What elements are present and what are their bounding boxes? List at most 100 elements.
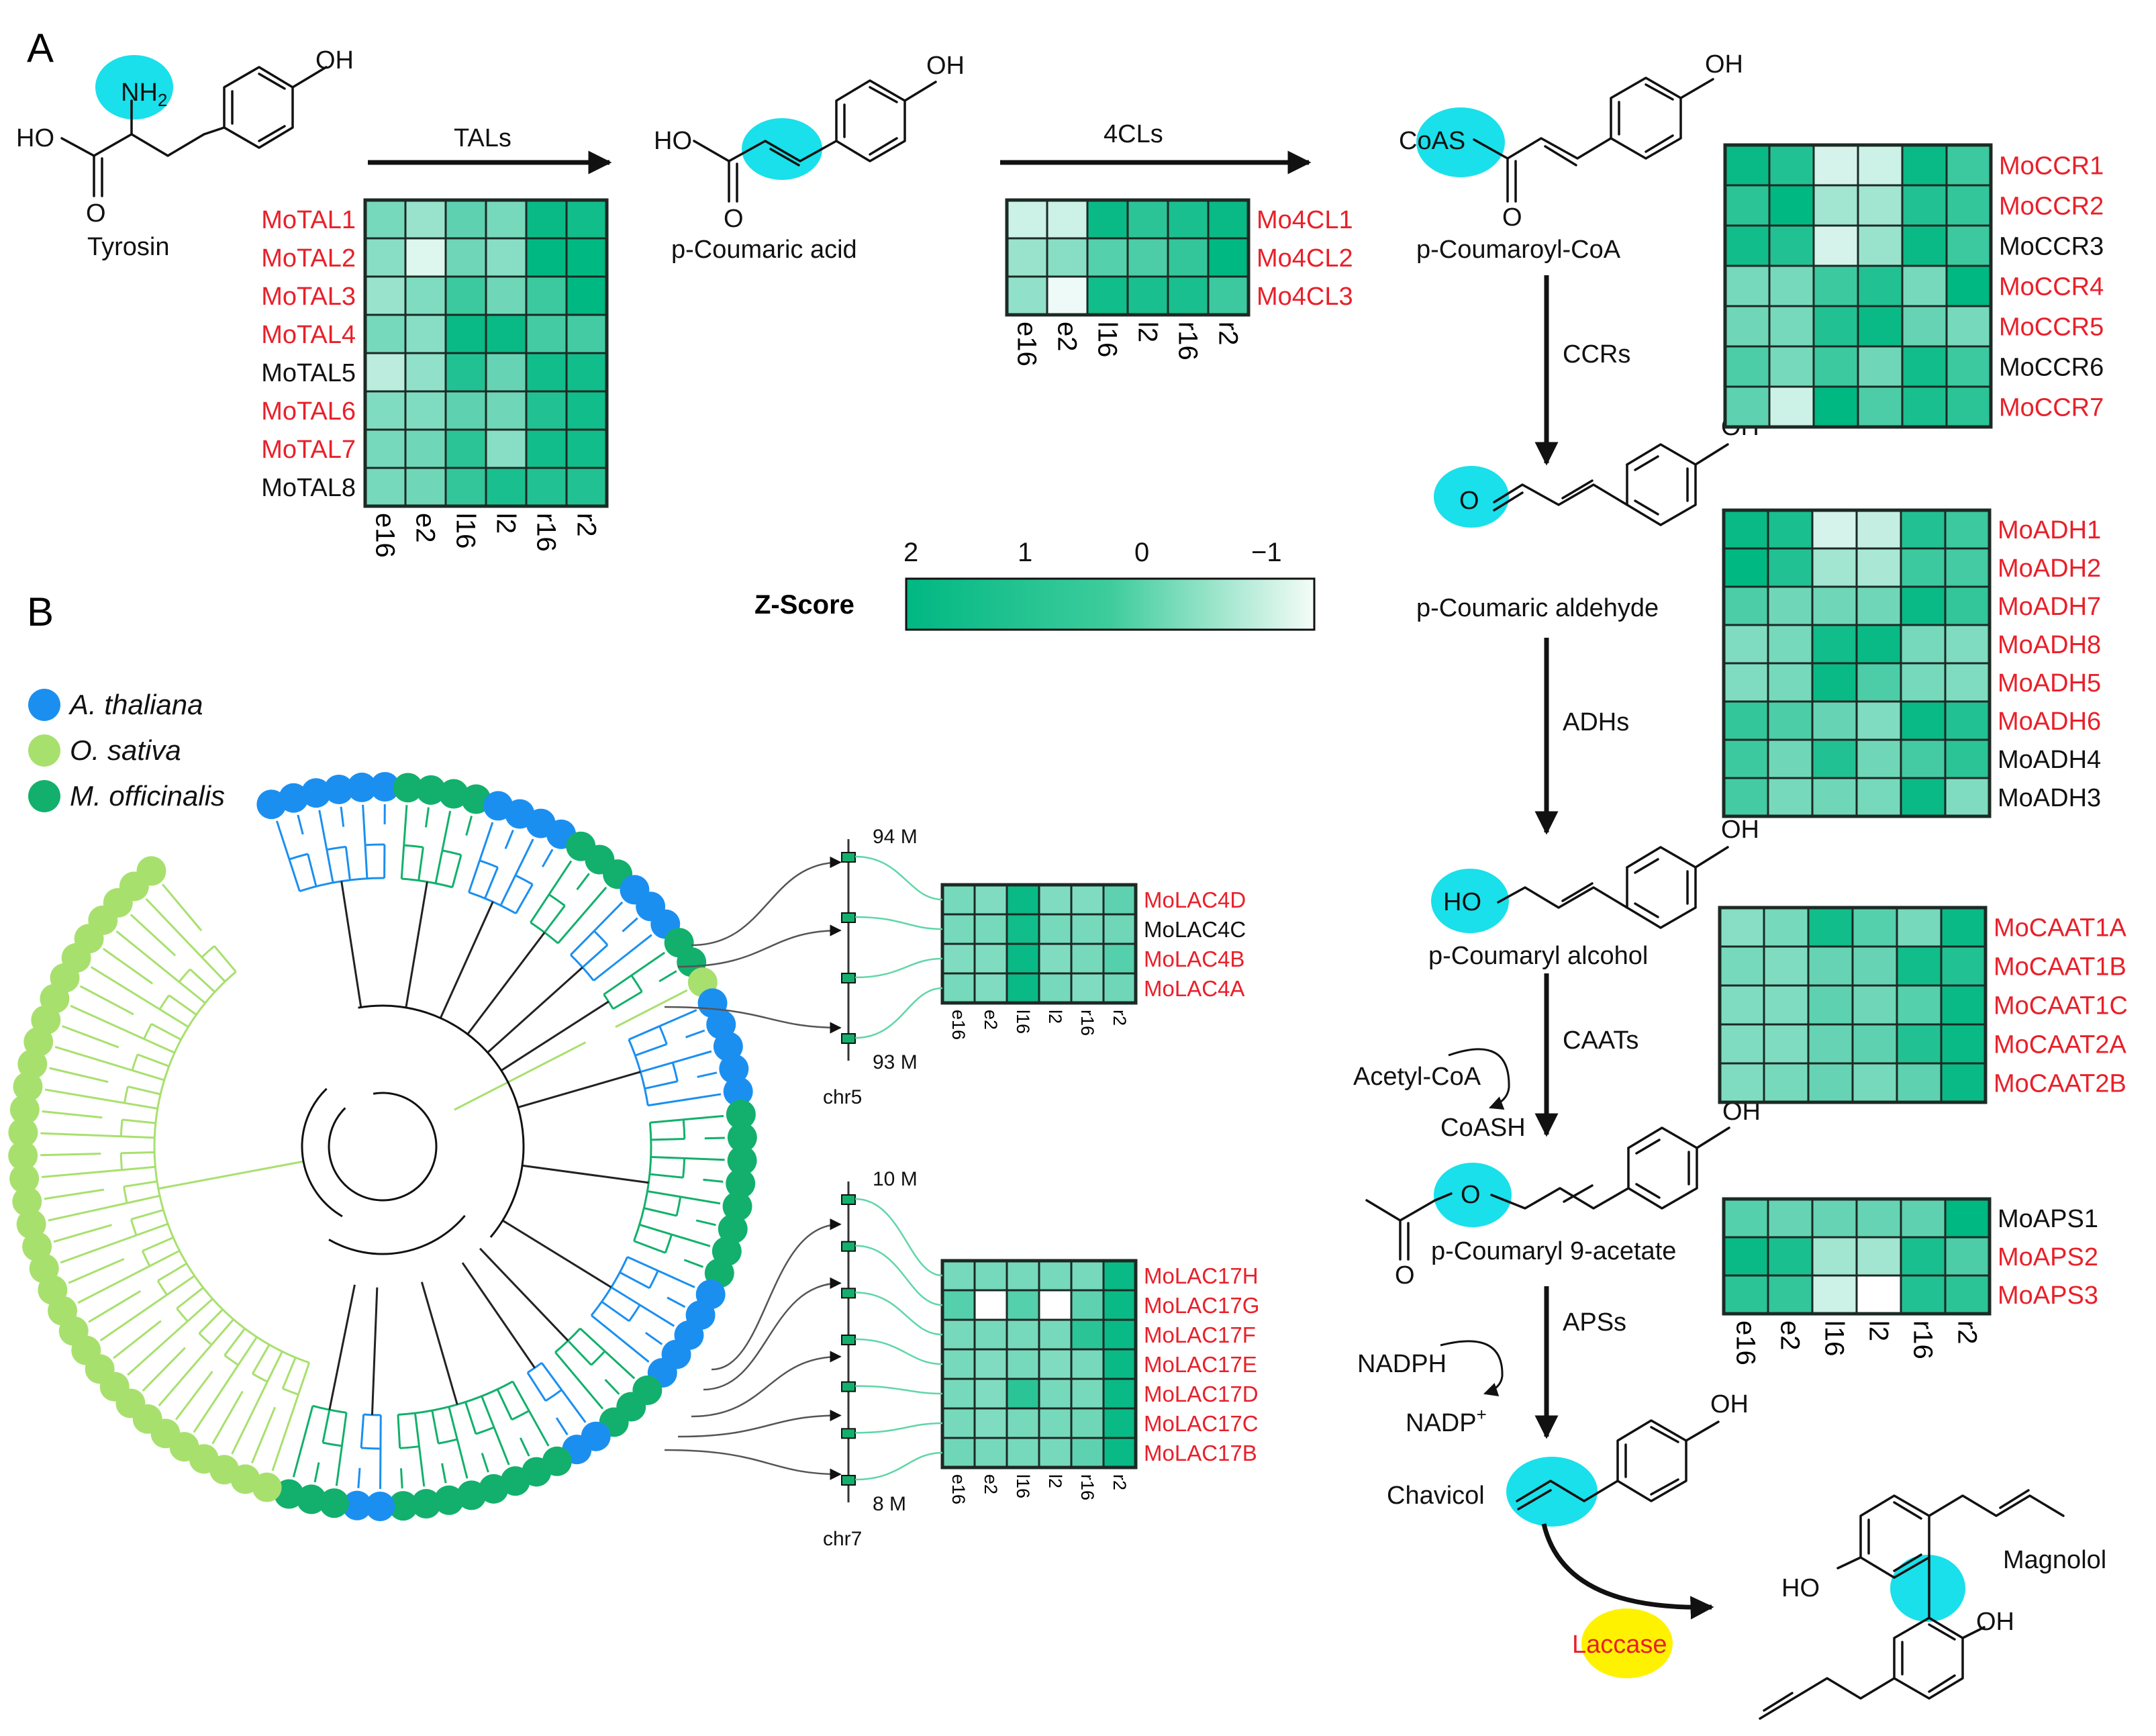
gene-label: MoLAC4A bbox=[1144, 976, 1244, 1001]
heatmap-cell bbox=[1857, 345, 1904, 388]
heatmap-cell bbox=[404, 199, 447, 240]
tree-branch bbox=[481, 1453, 489, 1473]
gene-label: MoLAC4D bbox=[1144, 887, 1246, 912]
tree-branch bbox=[434, 850, 444, 884]
heatmap-cell bbox=[1070, 1378, 1105, 1410]
heatmap-frame bbox=[1723, 143, 1993, 429]
tree-branch bbox=[644, 1080, 678, 1090]
tree-branch bbox=[231, 1381, 268, 1455]
heatmap-cell bbox=[1940, 945, 1987, 987]
tissue-label: r16 bbox=[1173, 322, 1202, 360]
legend-label: O. sativa bbox=[70, 734, 181, 766]
heatmap-cell bbox=[973, 1259, 1008, 1292]
structures bbox=[60, 66, 2065, 1720]
heatmap-cell bbox=[1722, 1198, 1769, 1239]
heatmap-cell bbox=[1724, 184, 1771, 227]
tree-branch bbox=[326, 849, 334, 883]
heatmap-cell bbox=[404, 428, 447, 469]
tree-branch bbox=[126, 1194, 160, 1204]
compound-tyrosin: Tyrosin bbox=[87, 233, 169, 261]
heatmap-cell bbox=[1855, 624, 1902, 665]
tree-branch bbox=[70, 1004, 145, 1040]
atom-o-coumaric: O bbox=[724, 205, 744, 233]
heatmap-cell bbox=[1724, 345, 1771, 388]
tree-branch bbox=[526, 1371, 547, 1402]
tree-branch bbox=[671, 1062, 679, 1082]
tree-branch bbox=[178, 981, 206, 1004]
tree-branch bbox=[684, 1157, 725, 1161]
heatmap-cell bbox=[1900, 777, 1947, 818]
locus-connector bbox=[854, 1245, 943, 1306]
tree-branch bbox=[610, 1286, 641, 1306]
tree-branch bbox=[121, 1135, 155, 1139]
heatmap-cell bbox=[1207, 237, 1250, 278]
tree-branch bbox=[464, 1402, 477, 1435]
compound-magnolol: Magnolol bbox=[2003, 1546, 2106, 1574]
heatmap-cell bbox=[1102, 1378, 1137, 1410]
heatmap-cell bbox=[973, 1289, 1008, 1321]
heatmap-cell bbox=[941, 1259, 976, 1292]
heatmap-cell bbox=[1945, 305, 1992, 348]
tree-branch bbox=[157, 1262, 187, 1282]
heatmap-cell bbox=[1046, 199, 1089, 240]
heatmap-cell bbox=[1944, 738, 1991, 779]
tree-branch bbox=[622, 917, 638, 932]
heatmap-cell bbox=[1900, 509, 1947, 550]
atom-oh-chavicol: OH bbox=[1710, 1390, 1749, 1418]
gene-label: MoCCR4 bbox=[1999, 273, 2104, 301]
gene-label: MoAPS3 bbox=[1998, 1282, 2098, 1310]
tree-branch bbox=[193, 1364, 240, 1433]
atom-nh2: NH2 bbox=[121, 79, 167, 110]
tree-branch bbox=[250, 1406, 277, 1463]
heatmap-adh: MoADH1MoADH2MoADH7MoADH8MoADH5MoADH6MoAD… bbox=[1722, 508, 2101, 818]
heatmap-cell bbox=[1857, 385, 1904, 428]
tree-leaf bbox=[388, 1491, 418, 1521]
tree-branch bbox=[288, 859, 301, 892]
heatmap-cell bbox=[1767, 777, 1814, 818]
heatmap-cell bbox=[1006, 1378, 1040, 1410]
heatmap-cell bbox=[1857, 184, 1904, 227]
tree-leaf bbox=[13, 1071, 43, 1102]
tree-branch bbox=[178, 968, 191, 983]
tree-to-locus-link bbox=[677, 924, 842, 968]
tree-branch bbox=[158, 1160, 304, 1190]
gene-locus bbox=[841, 852, 856, 863]
heatmap-cell bbox=[1901, 385, 1948, 428]
tree-branch bbox=[648, 1099, 681, 1107]
atom-o-coumaroyl: O bbox=[1502, 203, 1522, 232]
tree-leaf bbox=[296, 1484, 326, 1514]
colorbar-tick-label: −1 bbox=[1251, 538, 1282, 567]
tree-branch bbox=[475, 1426, 495, 1435]
heatmap-cell bbox=[1724, 144, 1771, 187]
atom-oh-coumaric: OH bbox=[926, 52, 965, 80]
heatmap-cell bbox=[1940, 906, 1987, 948]
heatmap-cell bbox=[1855, 700, 1902, 741]
heatmap-cell bbox=[485, 352, 528, 393]
tree-leaf bbox=[319, 1488, 349, 1518]
heatmap-cell bbox=[1812, 144, 1859, 187]
heatmap-cell bbox=[1855, 738, 1902, 779]
heatmap-cell bbox=[1812, 305, 1859, 348]
tree-branch bbox=[251, 1344, 271, 1375]
colorbar-tick-label: 1 bbox=[1018, 538, 1032, 567]
gene-label: MoAPS1 bbox=[1998, 1205, 2098, 1233]
heatmap-cell bbox=[973, 1348, 1008, 1380]
locus-connector bbox=[854, 1198, 943, 1277]
tree-branch bbox=[328, 1214, 466, 1255]
heatmap-cell bbox=[1855, 662, 1902, 703]
heatmap-cell bbox=[1006, 1318, 1040, 1351]
heatmap-cell bbox=[1086, 199, 1129, 240]
tree-to-locus-link bbox=[664, 1449, 842, 1480]
heatmap-cell bbox=[1722, 662, 1769, 703]
tree-branch bbox=[658, 1025, 668, 1045]
heatmap-cell bbox=[1851, 945, 1898, 987]
legend-label: M. officinalis bbox=[70, 780, 225, 812]
chromosome-name: chr5 bbox=[823, 1086, 862, 1108]
tree-branch bbox=[619, 1271, 650, 1290]
heatmap-cell bbox=[1811, 1274, 1858, 1315]
heatmap-cell bbox=[1767, 738, 1814, 779]
laccase-phylogenetic-tree bbox=[8, 772, 757, 1521]
heatmap-cell bbox=[1070, 943, 1105, 975]
